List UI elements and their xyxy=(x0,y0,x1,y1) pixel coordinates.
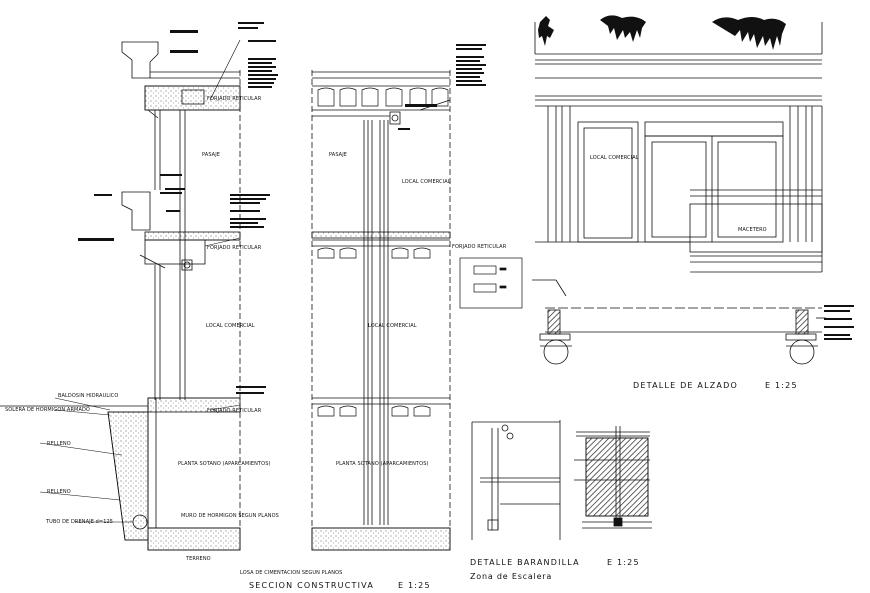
label-terreno: TERRENO xyxy=(186,556,211,562)
section-left-leaders xyxy=(39,39,241,523)
title-barandilla: DETALLE BARANDILLA xyxy=(470,558,580,567)
section-middle xyxy=(311,70,451,551)
title-seccion-scale: E 1:25 xyxy=(398,581,431,590)
label-relleno-1: RELLENO xyxy=(47,441,71,447)
label-bars xyxy=(78,22,854,394)
label-local-left: LOCAL COMERCIAL xyxy=(206,323,255,329)
label-macetero: MACETERO xyxy=(738,227,767,233)
railing-detail xyxy=(471,420,652,540)
label-forjado-roof: FORJADO RETICULAR xyxy=(207,96,262,102)
connection-detail xyxy=(459,257,523,309)
elevation-detail xyxy=(532,22,826,365)
label-local-mid-upper: LOCAL COMERCIAL xyxy=(402,179,451,185)
label-pasaje-mid: PASAJE xyxy=(329,152,348,158)
label-local-mid: LOCAL COMERCIAL xyxy=(368,323,417,329)
label-forjado-basement: FORJADO RETICULAR xyxy=(207,408,262,414)
label-solera: SOLERA DE HORMIGON ARMADO xyxy=(5,407,90,413)
note-zona-escalera: Zona de Escalera xyxy=(470,572,553,581)
label-forjado-left: FORJADO RETICULAR xyxy=(207,245,262,251)
label-baldosin: BALDOSIN HIDRAULICO xyxy=(58,393,119,399)
label-tubo: TUBO DE DRENAJE d=125 xyxy=(46,519,114,525)
label-local-alzado: LOCAL COMERCIAL xyxy=(590,155,639,161)
label-relleno-2: RELLENO xyxy=(47,489,71,495)
label-pasaje-left: PASAJE xyxy=(202,152,221,158)
title-barandilla-scale: E 1:25 xyxy=(607,558,640,567)
label-muro: MURO DE HORMIGON SEGUN PLANOS xyxy=(181,513,279,519)
label-forjado-mid: FORJADO RETICULAR xyxy=(452,244,507,250)
label-losa: LOSA DE CIMENTACION SEGUN PLANOS xyxy=(240,570,343,576)
title-alzado: DETALLE DE ALZADO xyxy=(633,381,738,390)
label-sotano-mid: PLANTA SOTANO (APARCAMIENTOS) xyxy=(336,461,429,467)
label-sotano-left: PLANTA SOTANO (APARCAMIENTOS) xyxy=(178,461,271,467)
title-alzado-scale: E 1:25 xyxy=(765,381,798,390)
plants xyxy=(538,15,786,50)
title-seccion: SECCION CONSTRUCTIVA xyxy=(249,581,374,590)
section-left-building xyxy=(0,41,241,551)
